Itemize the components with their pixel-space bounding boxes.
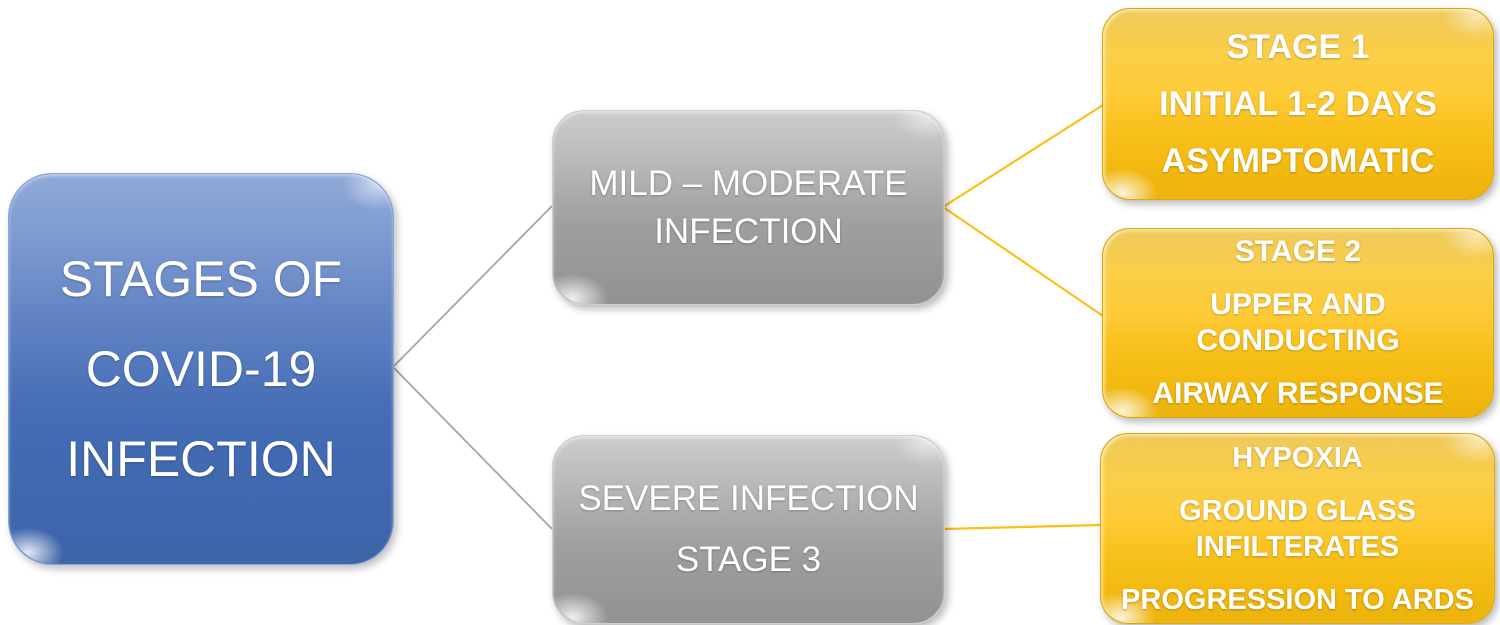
stage2-text-line: UPPER AND: [1210, 288, 1386, 321]
root-text-line: COVID-19: [85, 341, 317, 397]
stage1-text-line: ASYMPTOMATIC: [1161, 142, 1435, 180]
node-severe-infection-stage3: SEVERE INFECTION STAGE 3: [552, 435, 945, 624]
stage1-text-line: STAGE 1: [1226, 28, 1370, 66]
stage3-text-line: HYPOXIA: [1232, 441, 1363, 474]
connector-root-mild: [393, 205, 553, 367]
root-text-line: STAGES OF: [59, 251, 343, 307]
mild-text-line: MILD – MODERATE: [589, 163, 908, 203]
connector-mild-stage1: [942, 104, 1104, 208]
stage3-text-line: PROGRESSION TO ARDS: [1121, 583, 1474, 616]
connector-root-severe: [393, 367, 553, 530]
node-hypoxia-ground-glass-ards: HYPOXIA GROUND GLASS INFILTERATES PROGRE…: [1100, 433, 1495, 624]
severe-text-line: STAGE 3: [675, 540, 822, 579]
node-stage1-initial-asymptomatic: STAGE 1 INITIAL 1-2 DAYS ASYMPTOMATIC: [1102, 8, 1494, 200]
connector-mild-stage2: [942, 206, 1104, 317]
severe-text-line: SEVERE INFECTION: [578, 479, 919, 518]
node-stage2-upper-conducting-airway: STAGE 2 UPPER AND CONDUCTING AIRWAY RESP…: [1102, 228, 1494, 418]
stage2-text-line: AIRWAY RESPONSE: [1152, 377, 1444, 410]
node-root-stages-of-covid19-infection: STAGES OF COVID-19 INFECTION: [8, 173, 394, 565]
stage1-text-line: INITIAL 1-2 DAYS: [1159, 85, 1437, 123]
stage3-text-line: INFILTERATES: [1195, 530, 1400, 563]
stage2-text-line: STAGE 2: [1234, 235, 1362, 268]
connector-severe-stage3: [942, 523, 1102, 531]
node-mild-moderate-infection: MILD – MODERATE INFECTION: [552, 110, 945, 305]
stage3-text-line: GROUND GLASS: [1179, 494, 1416, 527]
root-text-line: INFECTION: [66, 431, 336, 487]
stage2-text-line: CONDUCTING: [1196, 324, 1400, 357]
mild-text-line: INFECTION: [654, 211, 843, 251]
